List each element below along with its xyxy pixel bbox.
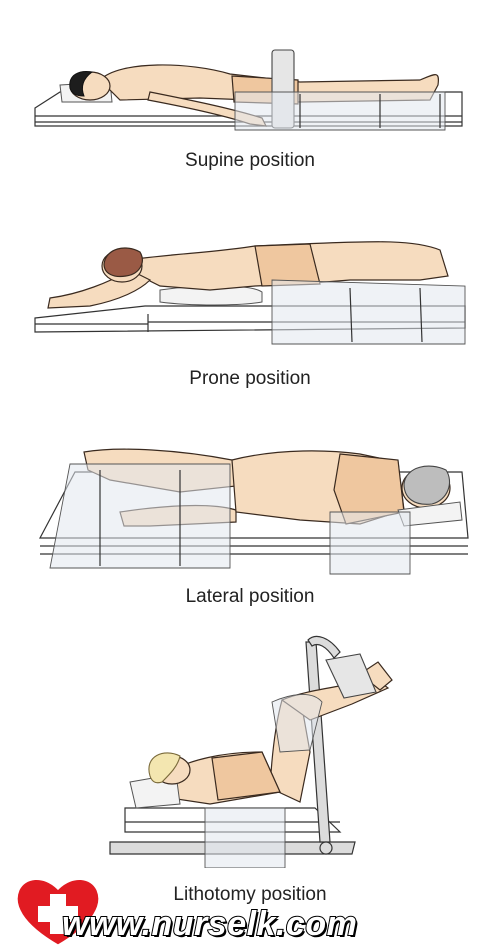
prone-panel: Prone position xyxy=(0,240,500,390)
lithotomy-illustration xyxy=(109,635,393,868)
lateral-panel: Lateral position xyxy=(0,440,500,610)
supine-panel: Supine position xyxy=(0,30,500,171)
medical-cross-heart-icon xyxy=(14,877,102,948)
supine-caption: Supine position xyxy=(185,150,315,171)
prone-illustration xyxy=(34,241,466,345)
lateral-illustration xyxy=(39,448,469,575)
watermark-text: www.nurselk.com xyxy=(61,904,358,944)
lithotomy-caption: Lithotomy position xyxy=(173,884,327,905)
lithotomy-panel: Lithotomy position xyxy=(0,632,500,912)
prone-caption: Prone position xyxy=(189,368,311,389)
lateral-caption: Lateral position xyxy=(185,586,315,607)
watermark-logo xyxy=(14,877,102,948)
supine-illustration xyxy=(34,49,463,131)
